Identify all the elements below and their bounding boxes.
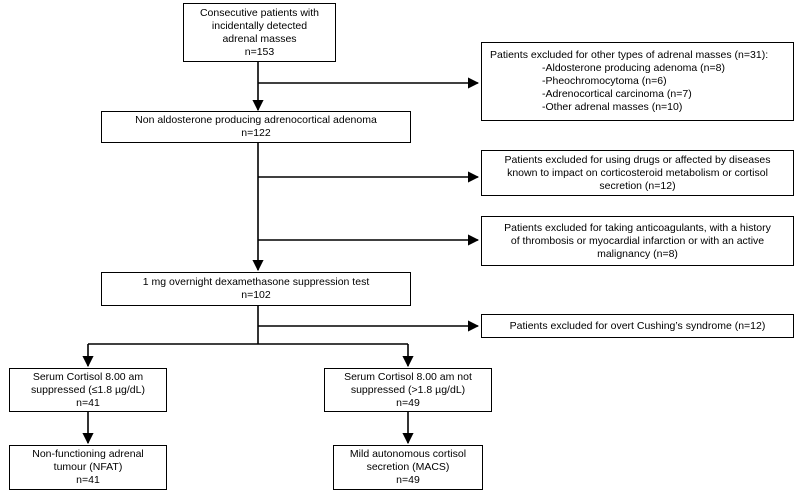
box-line: n=102 (241, 289, 271, 301)
box-line: Patients excluded for taking anticoagula… (504, 221, 771, 234)
box-line: tumour (NFAT) (53, 461, 123, 473)
box-line: malignancy (n=8) (597, 247, 678, 260)
box-line: n=122 (241, 127, 271, 139)
box-dexamethasone-test: 1 mg overnight dexamethasone suppression… (101, 272, 411, 306)
box-line: incidentally detected (211, 19, 308, 32)
list-item: -Aldosterone producing adenoma (n=8) (542, 62, 725, 74)
box-line: n=49 (396, 396, 420, 409)
box-line: Mild autonomous cortisol (349, 448, 467, 460)
box-line: Consecutive patients with (199, 6, 320, 19)
box-line: Serum Cortisol 8.00 am not (344, 370, 472, 383)
list-item: -Pheochromocytoma (n=6) (542, 75, 667, 87)
box-line: suppressed (>1.8 µg/dL) (350, 383, 466, 396)
box-cortisol-not-suppressed: Serum Cortisol 8.00 am not suppressed (>… (324, 368, 492, 412)
box-line: n=153 (244, 45, 275, 58)
box-line: Serum Cortisol 8.00 am (32, 370, 144, 383)
box-line: secretion (n=12) (599, 179, 676, 192)
box-non-aldosterone-adenoma: Non aldosterone producing adrenocortical… (101, 111, 411, 143)
box-excluded-drugs-diseases: Patients excluded for using drugs or aff… (481, 150, 794, 196)
box-line: n=41 (76, 396, 100, 409)
box-title: Patients excluded for other types of adr… (490, 49, 769, 61)
box-line: Non aldosterone producing adrenocortical… (135, 114, 377, 126)
box-excluded-anticoagulants: Patients excluded for taking anticoagula… (481, 216, 794, 266)
box-line: 1 mg overnight dexamethasone suppression… (142, 276, 370, 288)
box-line: secretion (MACS) (366, 461, 450, 473)
box-nfat: Non-functioning adrenal tumour (NFAT) n=… (9, 445, 167, 490)
box-line: n=49 (396, 474, 420, 486)
box-line: adrenal masses (222, 32, 297, 45)
list-item: -Adrenocortical carcinoma (n=7) (542, 88, 692, 100)
list-item: -Other adrenal masses (n=10) (542, 101, 683, 113)
box-line: n=41 (76, 474, 100, 486)
box-excluded-other-adrenal-masses: Patients excluded for other types of adr… (481, 42, 794, 121)
box-line: known to impact on corticosteroid metabo… (507, 166, 768, 179)
box-macs: Mild autonomous cortisol secretion (MACS… (333, 445, 483, 490)
box-line: Patients excluded for using drugs or aff… (504, 153, 771, 166)
box-excluded-cushing: Patients excluded for overt Cushing’s sy… (481, 314, 794, 338)
box-line: of thrombosis or myocardial infarction o… (510, 234, 765, 247)
box-line: suppressed (≤1.8 µg/dL) (31, 383, 145, 396)
box-cortisol-suppressed: Serum Cortisol 8.00 am suppressed (≤1.8 … (9, 368, 167, 412)
box-line: Non-functioning adrenal (32, 448, 144, 460)
box-line: Patients excluded for overt Cushing’s sy… (509, 319, 766, 332)
box-consecutive-patients: Consecutive patients with incidentally d… (183, 3, 336, 62)
